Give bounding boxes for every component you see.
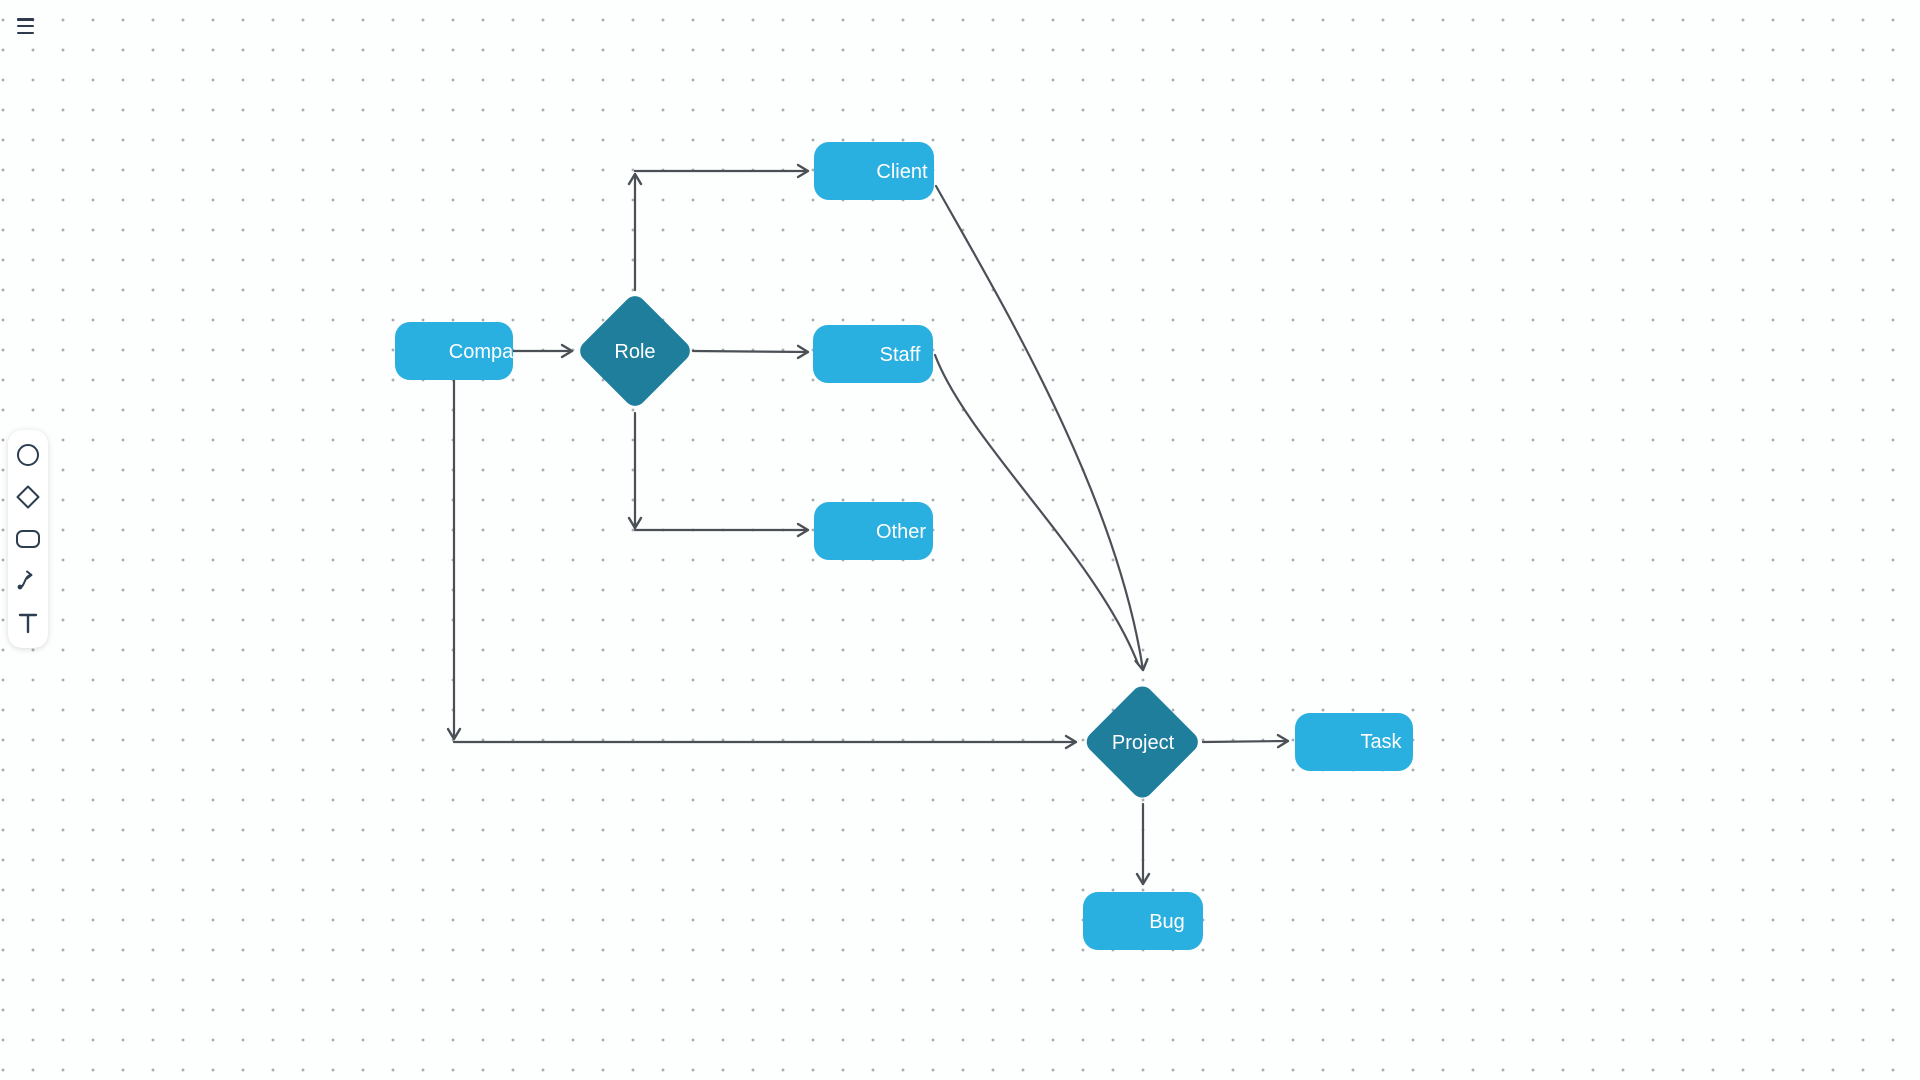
node-client-label: Client	[876, 161, 928, 183]
ellipse-tool-icon	[17, 443, 39, 466]
node-project-label: Project	[1112, 732, 1175, 754]
node-company[interactable]	[395, 322, 513, 380]
rectangle-tool-icon	[16, 530, 40, 548]
node-bug[interactable]	[1083, 892, 1203, 950]
text-tool-button[interactable]	[15, 611, 41, 636]
node-bug-label: Bug	[1149, 911, 1185, 933]
node-staff-label: Staff	[880, 344, 921, 366]
node-task[interactable]	[1295, 713, 1413, 771]
text-tool-icon	[18, 614, 38, 634]
hamburger-menu-icon	[17, 18, 34, 21]
edge-staff-project[interactable]	[933, 353, 1140, 666]
connector-tool-button[interactable]	[15, 569, 41, 594]
diamond-tool-icon	[16, 485, 40, 509]
node-project[interactable]	[1082, 682, 1202, 802]
node-role[interactable]	[576, 292, 695, 411]
shape-toolbar	[8, 430, 48, 648]
node-role-label: Role	[614, 341, 655, 363]
edge-project-task[interactable]	[1201, 733, 1290, 749]
node-client[interactable]	[814, 142, 934, 200]
edge-role-staff[interactable]	[691, 344, 810, 360]
node-task-label: Task	[1360, 731, 1402, 753]
node-other[interactable]	[814, 502, 933, 560]
rectangle-tool-button[interactable]	[15, 526, 41, 551]
node-company-label: Compa	[449, 341, 514, 363]
diamond-tool-button[interactable]	[15, 484, 41, 509]
connector-tool-icon	[17, 570, 33, 590]
edge-client-project[interactable]	[934, 184, 1149, 672]
node-staff[interactable]	[813, 325, 933, 383]
node-other-label: Other	[876, 521, 926, 543]
ellipse-tool-button[interactable]	[15, 442, 41, 467]
main-menu-button[interactable]	[17, 18, 37, 34]
